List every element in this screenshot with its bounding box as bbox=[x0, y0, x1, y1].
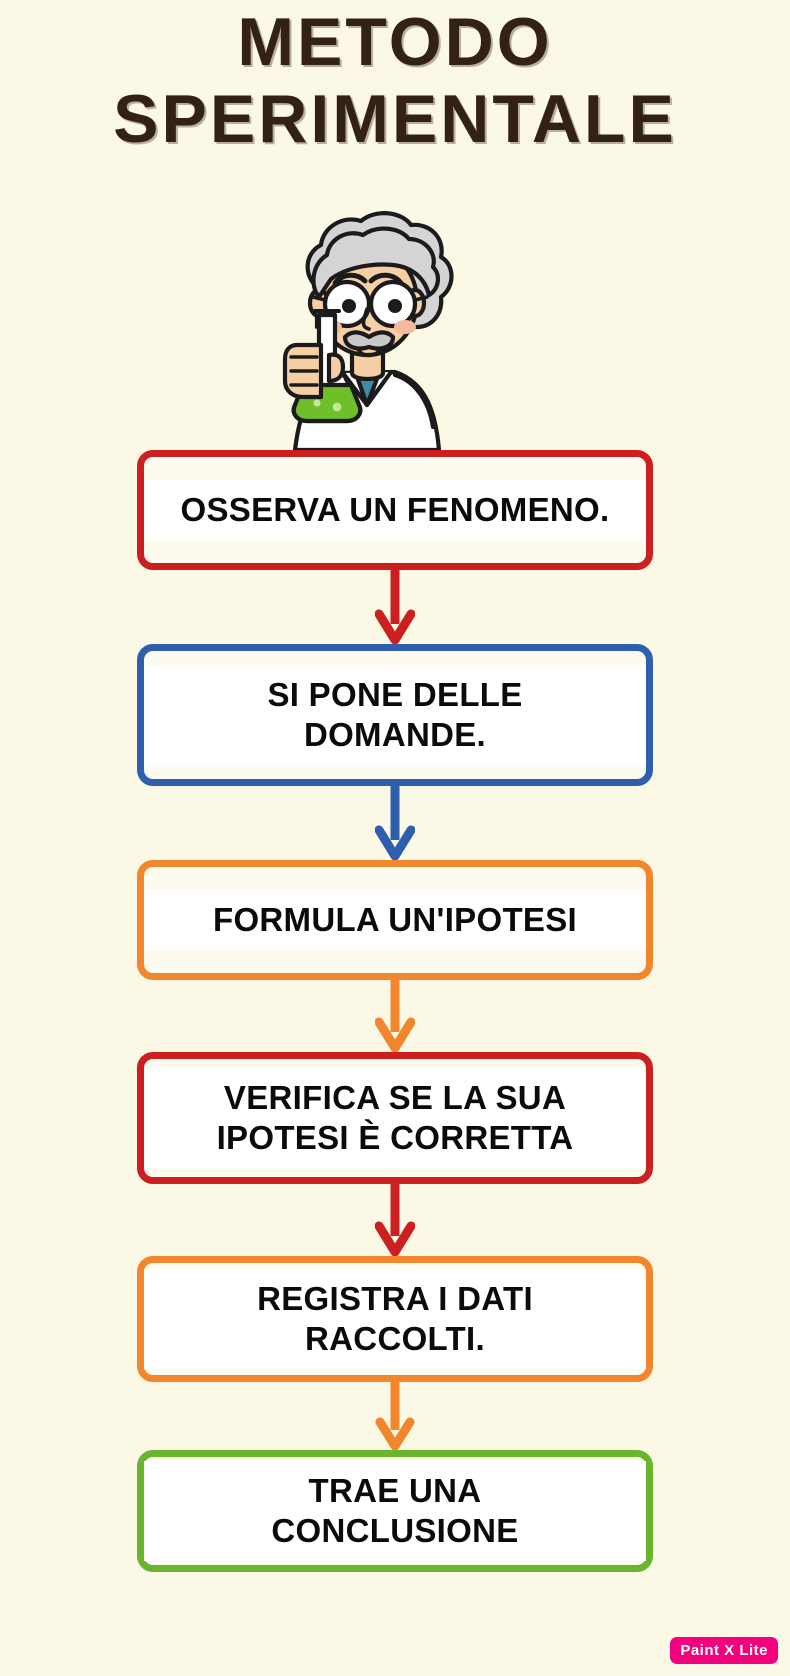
flow-step-5-label: REGISTRA I DATI RACCOLTI. bbox=[257, 1279, 533, 1357]
arrowhead-down-icon bbox=[375, 825, 415, 860]
scientist-illustration bbox=[243, 205, 493, 453]
flow-step-formula-unipotesi[interactable]: FORMULA UN'IPOTESI bbox=[137, 860, 653, 980]
flow-arrow-2 bbox=[0, 786, 790, 860]
flow-arrow-3 bbox=[0, 980, 790, 1052]
flow-step-1-wrap: OSSERVA UN FENOMENO. bbox=[0, 450, 790, 570]
flow-step-3-label: FORMULA UN'IPOTESI bbox=[212, 900, 578, 938]
page-title: METODO SPERIMENTALE bbox=[0, 4, 790, 157]
arrowhead-down-icon bbox=[375, 1221, 415, 1256]
flow-arrow-4 bbox=[0, 1184, 790, 1256]
flow-arrow-1 bbox=[0, 570, 790, 644]
flow-step-1-band: OSSERVA UN FENOMENO. bbox=[144, 479, 646, 541]
pupil-right bbox=[388, 299, 402, 313]
flow-step-6-band: TRAE UNA CONCLUSIONE bbox=[144, 1460, 646, 1562]
flow-step-4-label: VERIFICA SE LA SUA IPOTESI È CORRETTA bbox=[216, 1078, 574, 1156]
watermark-badge: Paint X Lite bbox=[670, 1637, 778, 1664]
flow-step-verifica-ipotesi[interactable]: VERIFICA SE LA SUA IPOTESI È CORRETTA bbox=[137, 1052, 653, 1184]
flowchart: OSSERVA UN FENOMENO. SI PONE DELLE DOMAN… bbox=[0, 450, 790, 1572]
flow-step-2-label: SI PONE DELLE DOMANDE. bbox=[267, 675, 523, 753]
arrowhead-down-icon bbox=[375, 609, 415, 644]
arrowhead-down-icon bbox=[375, 1017, 415, 1052]
flow-step-si-pone-delle-domande[interactable]: SI PONE DELLE DOMANDE. bbox=[137, 644, 653, 786]
watermark-text: Paint X Lite bbox=[680, 1642, 768, 1659]
flow-step-osserva-un-fenomeno[interactable]: OSSERVA UN FENOMENO. bbox=[137, 450, 653, 570]
flow-step-6-wrap: TRAE UNA CONCLUSIONE bbox=[0, 1450, 790, 1572]
title-line-1: METODO bbox=[237, 4, 553, 80]
flow-step-registra-i-dati[interactable]: REGISTRA I DATI RACCOLTI. bbox=[137, 1256, 653, 1382]
flow-step-5-band: REGISTRA I DATI RACCOLTI. bbox=[144, 1268, 646, 1370]
flow-step-2-band: SI PONE DELLE DOMANDE. bbox=[144, 664, 646, 766]
title-line-2: SPERIMENTALE bbox=[113, 80, 677, 157]
flow-step-4-wrap: VERIFICA SE LA SUA IPOTESI È CORRETTA bbox=[0, 1052, 790, 1184]
arrowhead-down-icon bbox=[375, 1417, 415, 1450]
flow-step-trae-una-conclusione[interactable]: TRAE UNA CONCLUSIONE bbox=[137, 1450, 653, 1572]
flow-arrow-5 bbox=[0, 1382, 790, 1450]
flow-step-4-band: VERIFICA SE LA SUA IPOTESI È CORRETTA bbox=[144, 1067, 646, 1169]
flow-step-5-wrap: REGISTRA I DATI RACCOLTI. bbox=[0, 1256, 790, 1382]
flow-step-3-band: FORMULA UN'IPOTESI bbox=[144, 889, 646, 951]
flow-step-3-wrap: FORMULA UN'IPOTESI bbox=[0, 860, 790, 980]
flow-step-1-label: OSSERVA UN FENOMENO. bbox=[180, 490, 610, 528]
pupil-left bbox=[342, 299, 356, 313]
flow-step-2-wrap: SI PONE DELLE DOMANDE. bbox=[0, 644, 790, 786]
flow-step-6-label: TRAE UNA CONCLUSIONE bbox=[271, 1471, 519, 1549]
mustache bbox=[342, 330, 396, 351]
